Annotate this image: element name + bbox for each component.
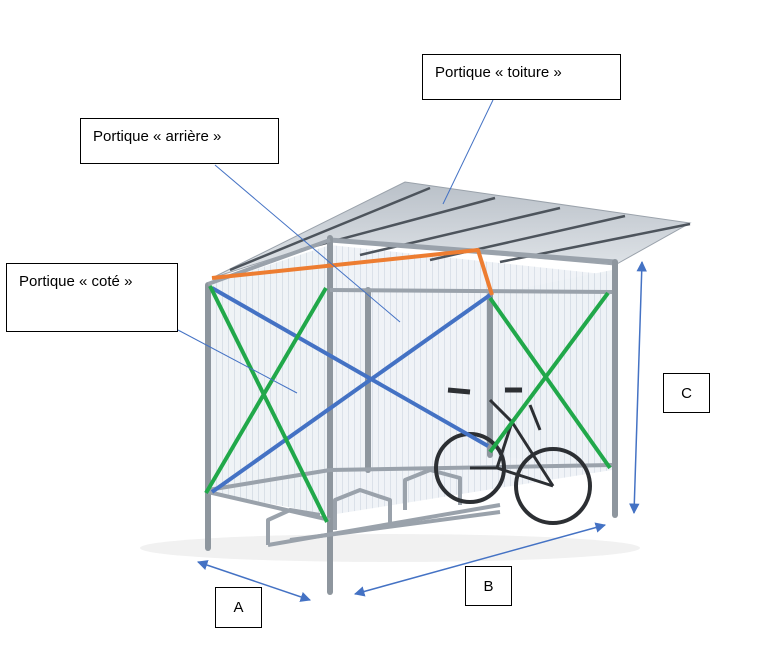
roof-frame-highlight <box>211 248 494 296</box>
right-side-bracing-highlight <box>488 291 612 470</box>
dimension-b-arrow <box>353 522 607 597</box>
left-side-bracing-highlight <box>204 285 329 523</box>
arriere-callout: Portique « arrière » <box>80 118 279 164</box>
dimension-a-label: A <box>215 587 262 628</box>
rear-bracing-highlight <box>210 286 492 494</box>
left-side-panel <box>208 245 330 515</box>
arriere-leader-line <box>214 164 401 323</box>
cote-callout: Portique « coté » <box>6 263 178 332</box>
ground-shadow <box>140 534 640 562</box>
dimension-c-label: C <box>663 373 710 413</box>
dimension-b-label: B <box>465 566 512 606</box>
cote-leader-line <box>177 329 298 394</box>
dimension-a-arrow <box>197 560 311 602</box>
toiture-callout: Portique « toiture » <box>422 54 621 100</box>
dimension-c-arrow <box>629 260 647 515</box>
toiture-leader-line <box>442 99 494 205</box>
